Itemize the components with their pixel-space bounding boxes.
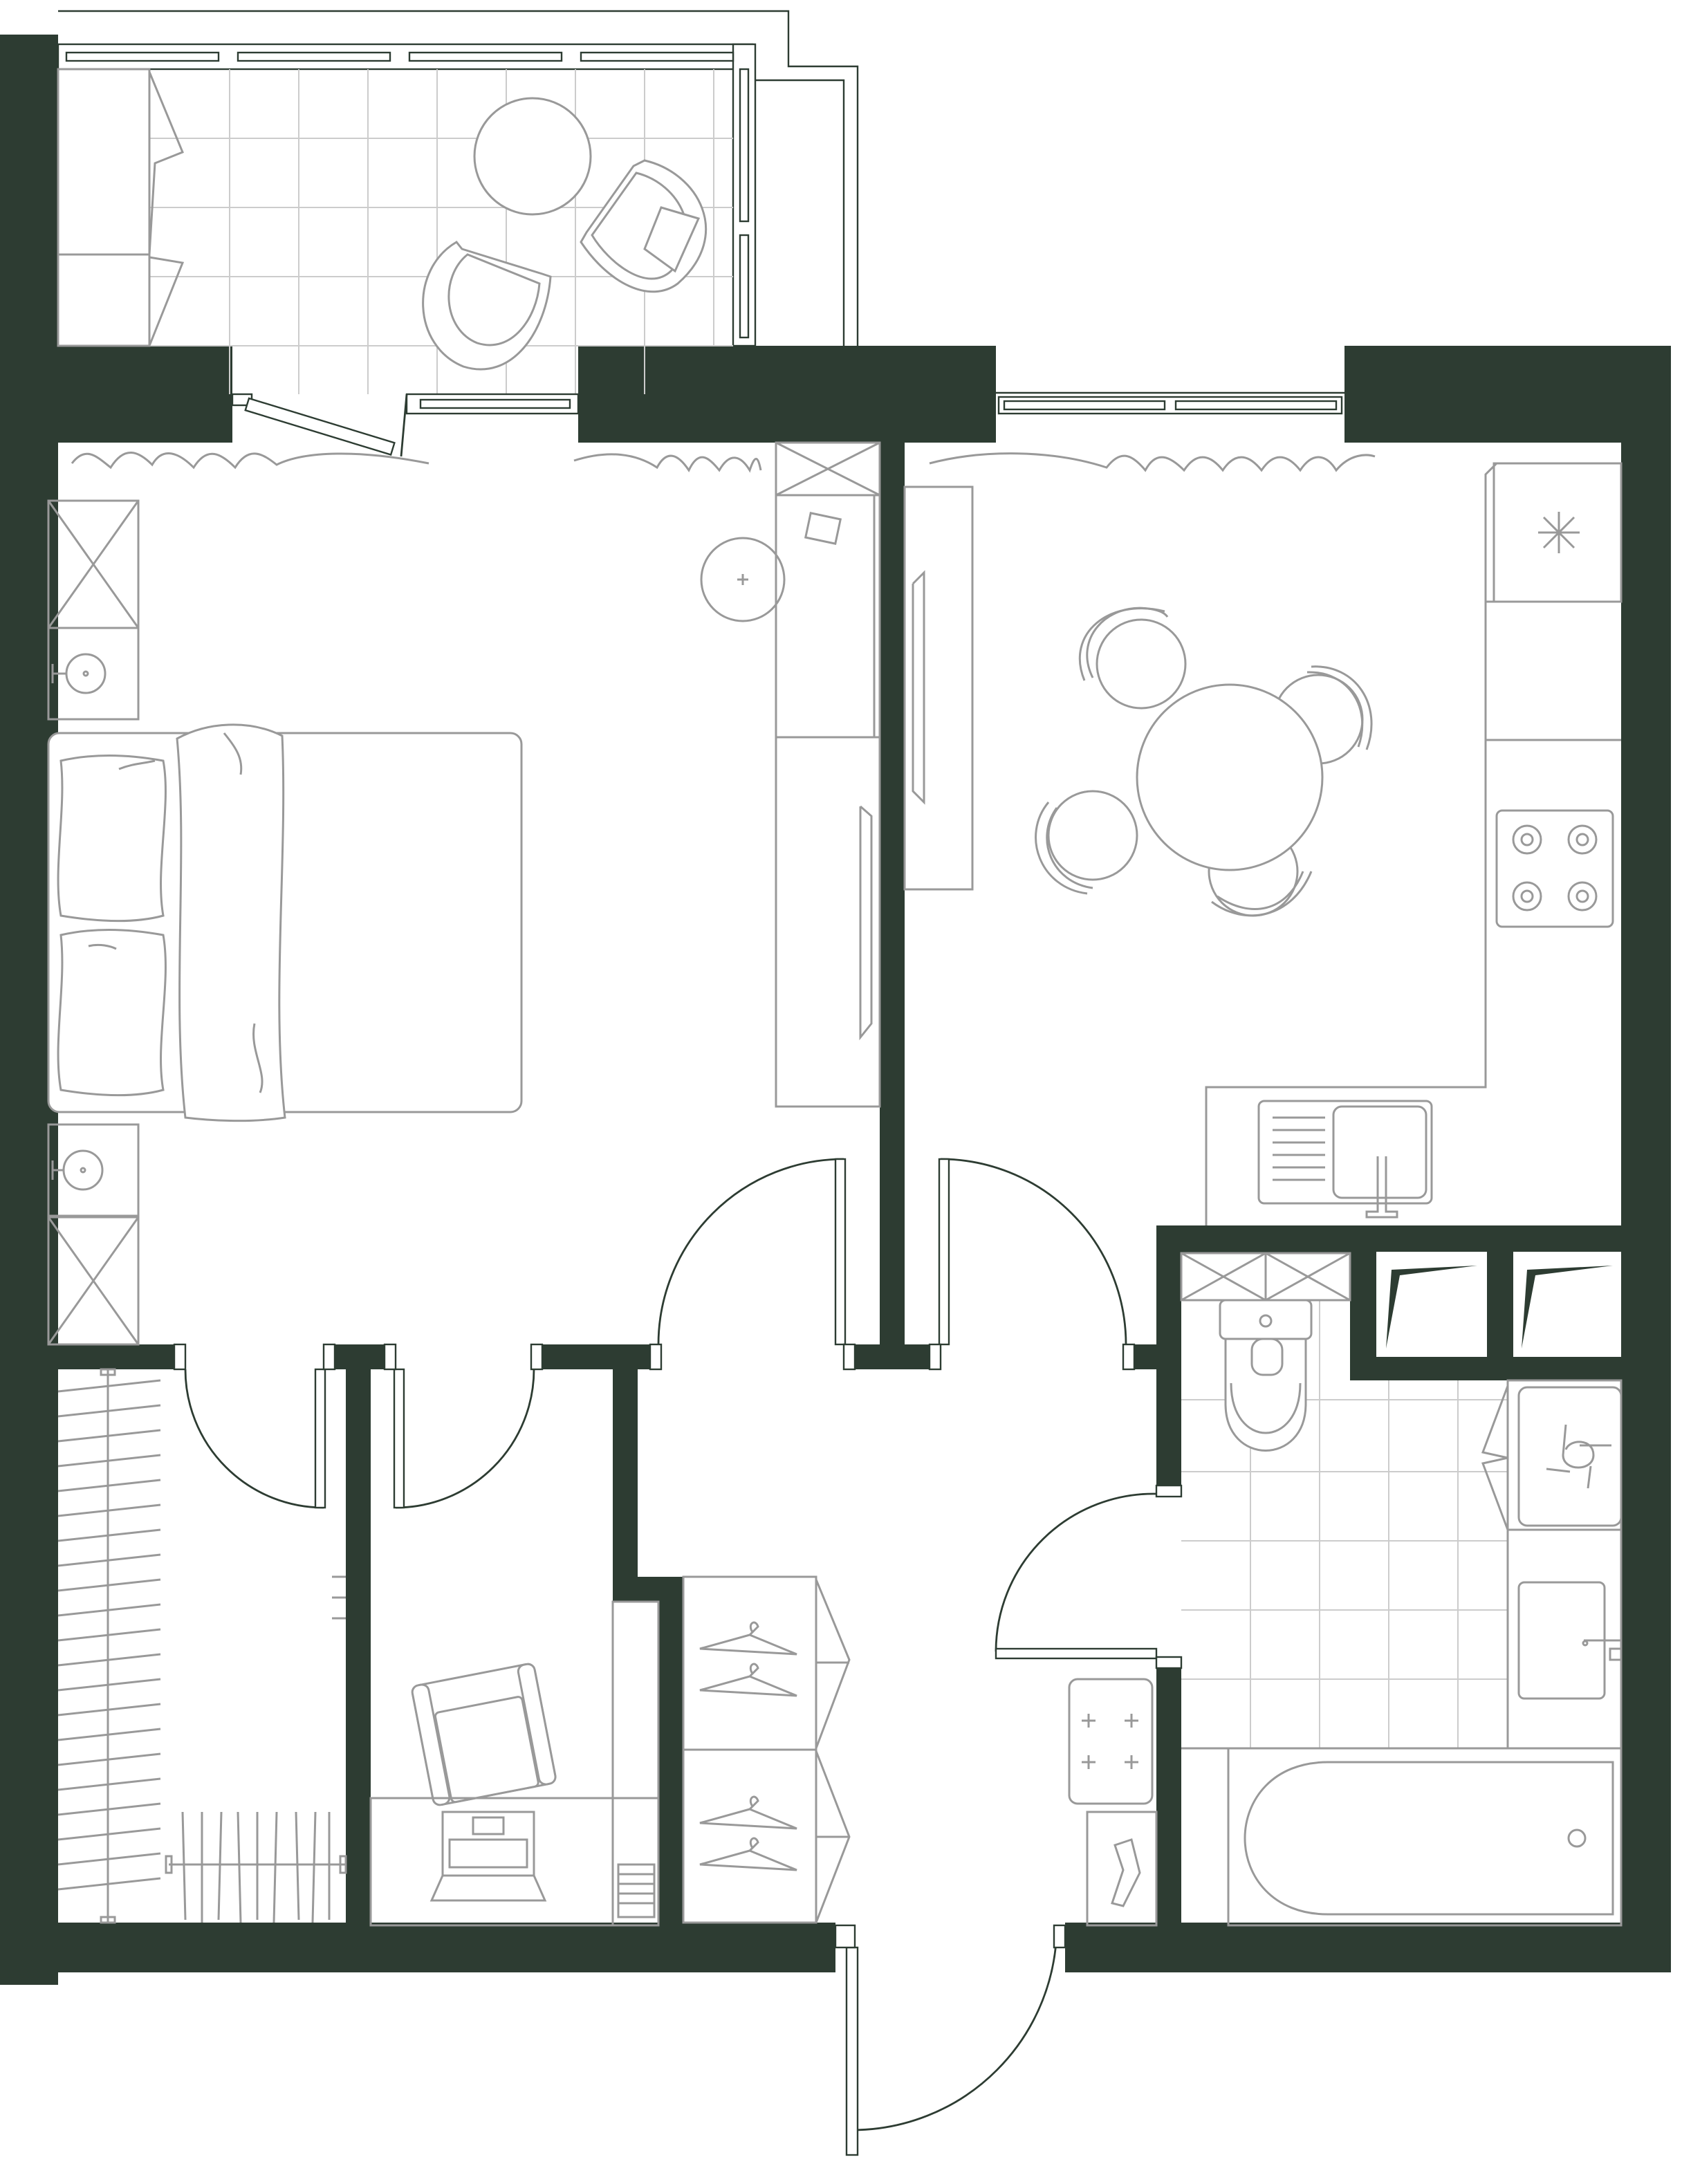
balcony-chair — [580, 159, 707, 293]
kitchen-dining — [903, 462, 1623, 1225]
balcony-window-sashes — [65, 51, 750, 339]
closet-door — [314, 1368, 326, 1509]
tv — [912, 570, 925, 805]
wall-top-left — [0, 346, 232, 443]
shirt-hangers — [181, 1811, 331, 1923]
balcony — [57, 10, 859, 457]
pillow — [57, 754, 167, 923]
study-door-swing — [395, 1369, 535, 1509]
balcony-railing — [58, 10, 859, 346]
hallway — [682, 1575, 1158, 1927]
nightstand — [47, 627, 140, 721]
entrance-door — [845, 1946, 859, 2156]
vent-mark — [1522, 1266, 1613, 1349]
bathroom — [1180, 1252, 1623, 1927]
washing-machine — [1506, 1379, 1623, 1531]
bedroom-door-swing — [657, 1158, 844, 1345]
wall-bottom-right — [1065, 1923, 1671, 1972]
closet-hangers — [57, 1379, 161, 1891]
book — [804, 512, 842, 545]
kitchen-curtain — [929, 452, 1376, 472]
wall-study-hall-lower — [658, 1577, 683, 1925]
wall-bottom-left — [0, 1923, 835, 1972]
nightstand-lamp — [65, 653, 107, 694]
shoe-rack — [1086, 1811, 1158, 1927]
cooktop-burners — [1512, 824, 1598, 911]
pillow — [57, 928, 167, 1097]
wall-right — [1621, 346, 1671, 1971]
dining-chair — [1096, 618, 1187, 710]
wall-hall-stub — [847, 1344, 930, 1369]
bathtub — [1244, 1761, 1614, 1916]
sink — [1257, 1100, 1433, 1205]
wardrobe-door — [859, 805, 873, 1041]
bathtub-frame — [1227, 1747, 1623, 1927]
toilet — [1219, 1299, 1313, 1452]
study-shelf — [611, 1600, 660, 1927]
nightstand-lamp — [62, 1149, 104, 1191]
light-switch — [332, 1575, 346, 1620]
bedroom-door — [834, 1158, 847, 1346]
bedroom-curtain — [573, 453, 762, 473]
balcony-table — [473, 97, 592, 216]
wall-study-hall-upper — [613, 1369, 638, 1577]
study-door — [393, 1368, 405, 1509]
vent-shafts — [1376, 1252, 1621, 1357]
doors — [173, 1158, 1183, 2156]
bathroom-door-swing — [995, 1492, 1157, 1652]
radiator — [617, 1863, 656, 1918]
vent-mark — [1386, 1266, 1477, 1349]
wardrobe-cell — [47, 1216, 140, 1346]
sink-drainboard — [1273, 1116, 1325, 1181]
pouf — [1068, 1678, 1154, 1805]
balcony-door-leaf — [244, 397, 396, 456]
dining-chair — [1047, 790, 1138, 881]
entrance-door-swing — [851, 1925, 1058, 2131]
snowflake-icon — [1538, 512, 1580, 553]
armchair — [411, 1663, 557, 1806]
shoe-icon — [1111, 1838, 1141, 1907]
wall-bedroom-kitchen — [880, 440, 905, 1369]
balcony-storage-door — [148, 71, 184, 255]
bathtub-drain — [1567, 1829, 1587, 1848]
wall-left-lower — [0, 346, 48, 1978]
wall-bedroom-bottom-3 — [542, 1344, 650, 1369]
plus-icon — [1082, 1714, 1138, 1769]
wall-closet-study — [346, 1369, 371, 1925]
bedroom — [47, 441, 881, 1346]
wall-top-right — [1344, 346, 1671, 443]
balcony-chair — [422, 241, 552, 371]
tv-console — [903, 485, 974, 891]
walk-in-closet — [57, 1368, 347, 1924]
wall-top-mid — [578, 346, 996, 443]
cooktop — [1495, 809, 1614, 928]
kitchen-window — [996, 346, 1344, 440]
desk — [369, 1797, 660, 1927]
hanger-icon — [699, 1621, 797, 1871]
closet-door-swing — [184, 1369, 324, 1509]
faucet — [1365, 1156, 1398, 1219]
kitchen-door — [938, 1158, 950, 1346]
wall-hall-right-stub — [1134, 1344, 1181, 1369]
washer-door — [1481, 1385, 1509, 1530]
kitchen-door-swing — [940, 1158, 1127, 1345]
study — [369, 1600, 660, 1927]
dining-table — [1136, 683, 1324, 871]
printer — [429, 1811, 547, 1902]
bathroom-door — [995, 1647, 1158, 1660]
balcony-storage — [57, 68, 151, 347]
washer-drum — [1546, 1424, 1611, 1489]
sink-basin — [1332, 1105, 1427, 1199]
wall-bath-left-lower — [1156, 1668, 1181, 1925]
blanket — [176, 723, 286, 1122]
bedroom-curtain — [71, 452, 429, 470]
nightstand — [47, 1123, 140, 1217]
dining-set — [1035, 607, 1373, 917]
wall-bedroom-bottom-1 — [48, 1344, 176, 1369]
wall-bedroom-bottom-2 — [335, 1344, 385, 1369]
curtains — [71, 452, 1376, 473]
balcony-railing-inner — [755, 79, 845, 346]
